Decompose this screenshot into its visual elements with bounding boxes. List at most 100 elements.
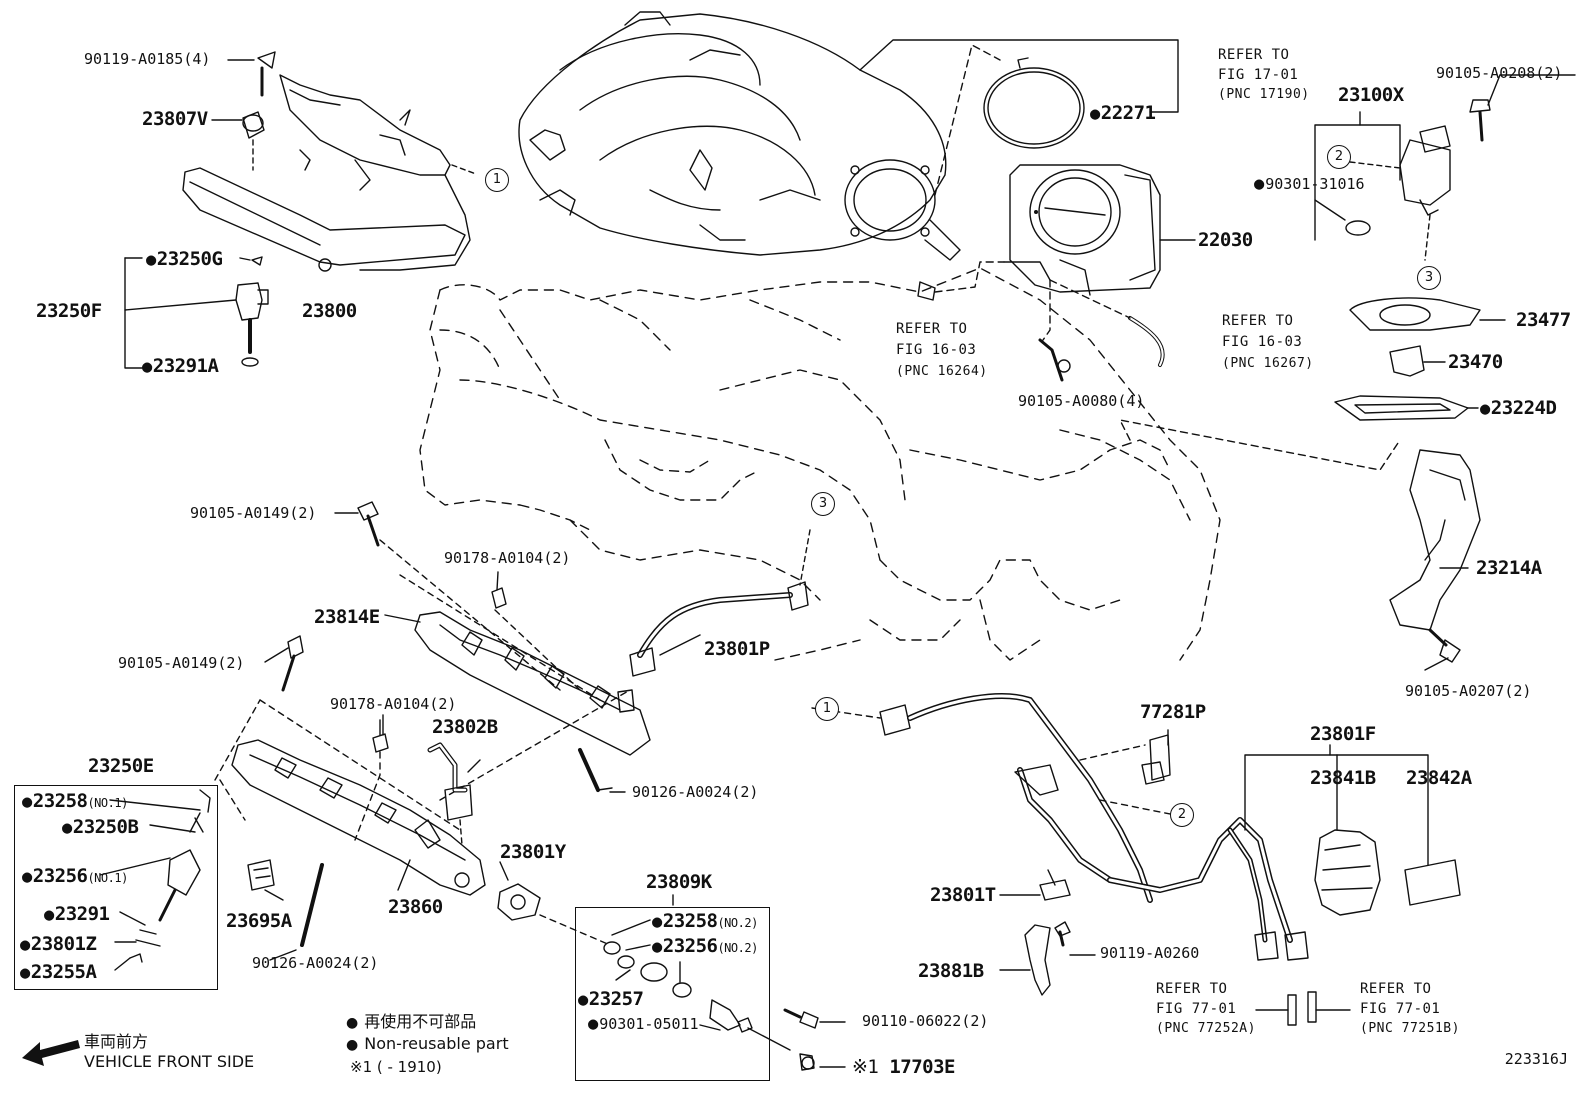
part-90301-05011[interactable]: 90301-05011 <box>588 1015 699 1033</box>
part-17703e-mark: ※1 <box>852 1056 879 1078</box>
part-23258-no1[interactable]: 23258(NO.1) <box>22 792 129 811</box>
part-90119-a0260[interactable]: 90119-A0260 <box>1100 944 1200 962</box>
part-90301-31016[interactable]: 90301-31016 <box>1254 176 1364 193</box>
part-23250g-text: 23250G <box>156 248 223 270</box>
refer-fig-77-01-a-line1: REFER TO <box>1156 981 1228 997</box>
part-23256-suffix: (NO.1) <box>87 871 128 885</box>
part-23801z[interactable]: 23801Z <box>20 933 97 955</box>
front-jp: 車両前方 <box>84 1032 149 1051</box>
part-90178-a0104-top[interactable]: 90178-A0104(2) <box>444 549 571 567</box>
sensor-kit-drawing <box>603 894 819 1071</box>
part-23802b[interactable]: 23802B <box>432 716 498 738</box>
part-90126-a0024-low[interactable]: 90126-A0024(2) <box>252 954 379 972</box>
refer-fig-77-01-b-line1: REFER TO <box>1360 981 1432 997</box>
part-22271[interactable]: 22271 <box>1090 102 1156 124</box>
callout-3-lower: 3 <box>811 492 835 516</box>
part-90105-a0149-top[interactable]: 90105-A0149(2) <box>190 504 317 522</box>
throttle-body-drawing <box>1003 164 1196 296</box>
part-23255a[interactable]: 23255A <box>20 961 97 983</box>
part-23860[interactable]: 23860 <box>388 896 443 918</box>
part-23695a[interactable]: 23695A <box>226 910 292 932</box>
part-23801p[interactable]: 23801P <box>704 638 770 660</box>
fuel-rail-lower-drawing <box>214 635 631 947</box>
refer-fig-16-03-b-line2[interactable]: FIG 16-03 <box>1222 334 1303 350</box>
part-23477[interactable]: 23477 <box>1516 309 1571 331</box>
legend-en-text: Non-reusable part <box>364 1034 509 1053</box>
part-90105-a0207[interactable]: 90105-A0207(2) <box>1405 682 1532 700</box>
callout-2-lower: 2 <box>1170 803 1194 827</box>
part-77281p[interactable]: 77281P <box>1140 701 1206 723</box>
refer-fig-16-03-a-line1: REFER TO <box>896 321 968 337</box>
part-23881b[interactable]: 23881B <box>918 960 984 982</box>
part-23256-no1[interactable]: 23256(NO.1) <box>22 867 129 886</box>
part-23801f[interactable]: 23801F <box>1310 723 1376 745</box>
gasket-22271-shape <box>983 67 1085 149</box>
callout-1-upper: 1 <box>485 168 509 192</box>
front-arrow-icon <box>22 1040 80 1066</box>
part-90301-05011-text: 90301-05011 <box>599 1015 699 1033</box>
part-23250e[interactable]: 23250E <box>88 755 154 777</box>
front-en: VEHICLE FRONT SIDE <box>84 1052 255 1071</box>
part-23842a[interactable]: 23842A <box>1406 767 1472 789</box>
part-23258-no2-suffix: (NO.2) <box>717 916 758 930</box>
part-23801t[interactable]: 23801T <box>930 884 996 906</box>
part-23470[interactable]: 23470 <box>1448 351 1503 373</box>
part-23224d[interactable]: 23224D <box>1480 399 1557 418</box>
fuel-rail-delivery-pipe-drawing <box>357 501 811 792</box>
part-90105-a0080[interactable]: 90105-A0080(4) <box>1018 392 1145 410</box>
diagram-code: 223316J <box>1504 1050 1568 1068</box>
refer-fig-16-03-b-line3: (PNC 16267) <box>1222 356 1314 371</box>
part-23214a[interactable]: 23214A <box>1476 557 1542 579</box>
legend-jp-text: 再使用不可部品 <box>364 1012 477 1031</box>
refer-fig-77-01-b-line3: (PNC 77251B) <box>1360 1021 1460 1036</box>
refer-fig-17-01-line2[interactable]: FIG 17-01 <box>1218 67 1299 83</box>
high-pressure-pump-drawing <box>1119 99 1506 663</box>
part-23257-text: 23257 <box>588 988 644 1010</box>
part-90119-a0185[interactable]: 90119-A0185(4) <box>84 50 211 68</box>
part-23801y[interactable]: 23801Y <box>500 841 566 863</box>
refer-fig-16-03-b-line1: REFER TO <box>1222 313 1294 329</box>
part-23250f[interactable]: 23250F <box>36 300 102 322</box>
refer-fig-17-01-line3: (PNC 17190) <box>1218 87 1310 102</box>
refer-fig-17-01-line1: REFER TO <box>1218 47 1290 63</box>
part-90178-a0104-mid[interactable]: 90178-A0104(2) <box>330 695 457 713</box>
intake-manifold-drawing <box>518 11 961 261</box>
injector-kit-box <box>14 785 218 990</box>
callout-1-lower: 1 <box>815 697 839 721</box>
part-23256-no2-suffix: (NO.2) <box>717 941 758 955</box>
part-23291[interactable]: 23291 <box>44 905 110 924</box>
part-23800[interactable]: 23800 <box>302 300 357 322</box>
legend-jp: ●再使用不可部品 <box>346 1008 476 1032</box>
part-23809k[interactable]: 23809K <box>646 871 712 893</box>
part-23258-suffix: (NO.1) <box>87 796 128 810</box>
part-90126-a0024-right[interactable]: 90126-A0024(2) <box>632 783 759 801</box>
part-17703e[interactable]: ※1 17703E <box>852 1058 955 1077</box>
part-23814e[interactable]: 23814E <box>314 606 380 628</box>
part-23257[interactable]: 23257 <box>578 988 644 1010</box>
part-23250b-text: 23250B <box>72 816 139 838</box>
part-23258-no2[interactable]: 23258(NO.2) <box>652 912 759 931</box>
part-90105-a0149-mid[interactable]: 90105-A0149(2) <box>118 654 245 672</box>
callout-2-upper: 2 <box>1327 145 1351 169</box>
refer-fig-16-03-a-line3: (PNC 16264) <box>896 364 988 379</box>
part-23807v[interactable]: 23807V <box>142 108 208 130</box>
part-23291a[interactable]: 23291A <box>142 357 219 376</box>
part-23841b[interactable]: 23841B <box>1310 767 1376 789</box>
part-90110-06022[interactable]: 90110-06022(2) <box>862 1012 989 1030</box>
refer-fig-16-03-a-line2[interactable]: FIG 16-03 <box>896 342 977 358</box>
part-22271-text: 22271 <box>1100 102 1156 124</box>
part-17703e-text: 17703E <box>889 1056 955 1078</box>
part-23255a-text: 23255A <box>30 961 97 983</box>
engine-outline-drawing <box>419 267 1221 661</box>
injector-kit-drawing <box>99 789 211 971</box>
part-23100x[interactable]: 23100X <box>1338 84 1404 106</box>
part-23250b[interactable]: 23250B <box>62 816 139 838</box>
part-90105-a0208[interactable]: 90105-A0208(2) <box>1436 64 1563 82</box>
part-23256-no2[interactable]: 23256(NO.2) <box>652 937 759 956</box>
part-22030[interactable]: 22030 <box>1198 229 1253 251</box>
part-23250g[interactable]: 23250G <box>146 248 223 270</box>
refer-fig-77-01-b-line2[interactable]: FIG 77-01 <box>1360 1001 1441 1017</box>
part-23801z-text: 23801Z <box>30 933 97 955</box>
refer-fig-77-01-a-line2[interactable]: FIG 77-01 <box>1156 1001 1237 1017</box>
